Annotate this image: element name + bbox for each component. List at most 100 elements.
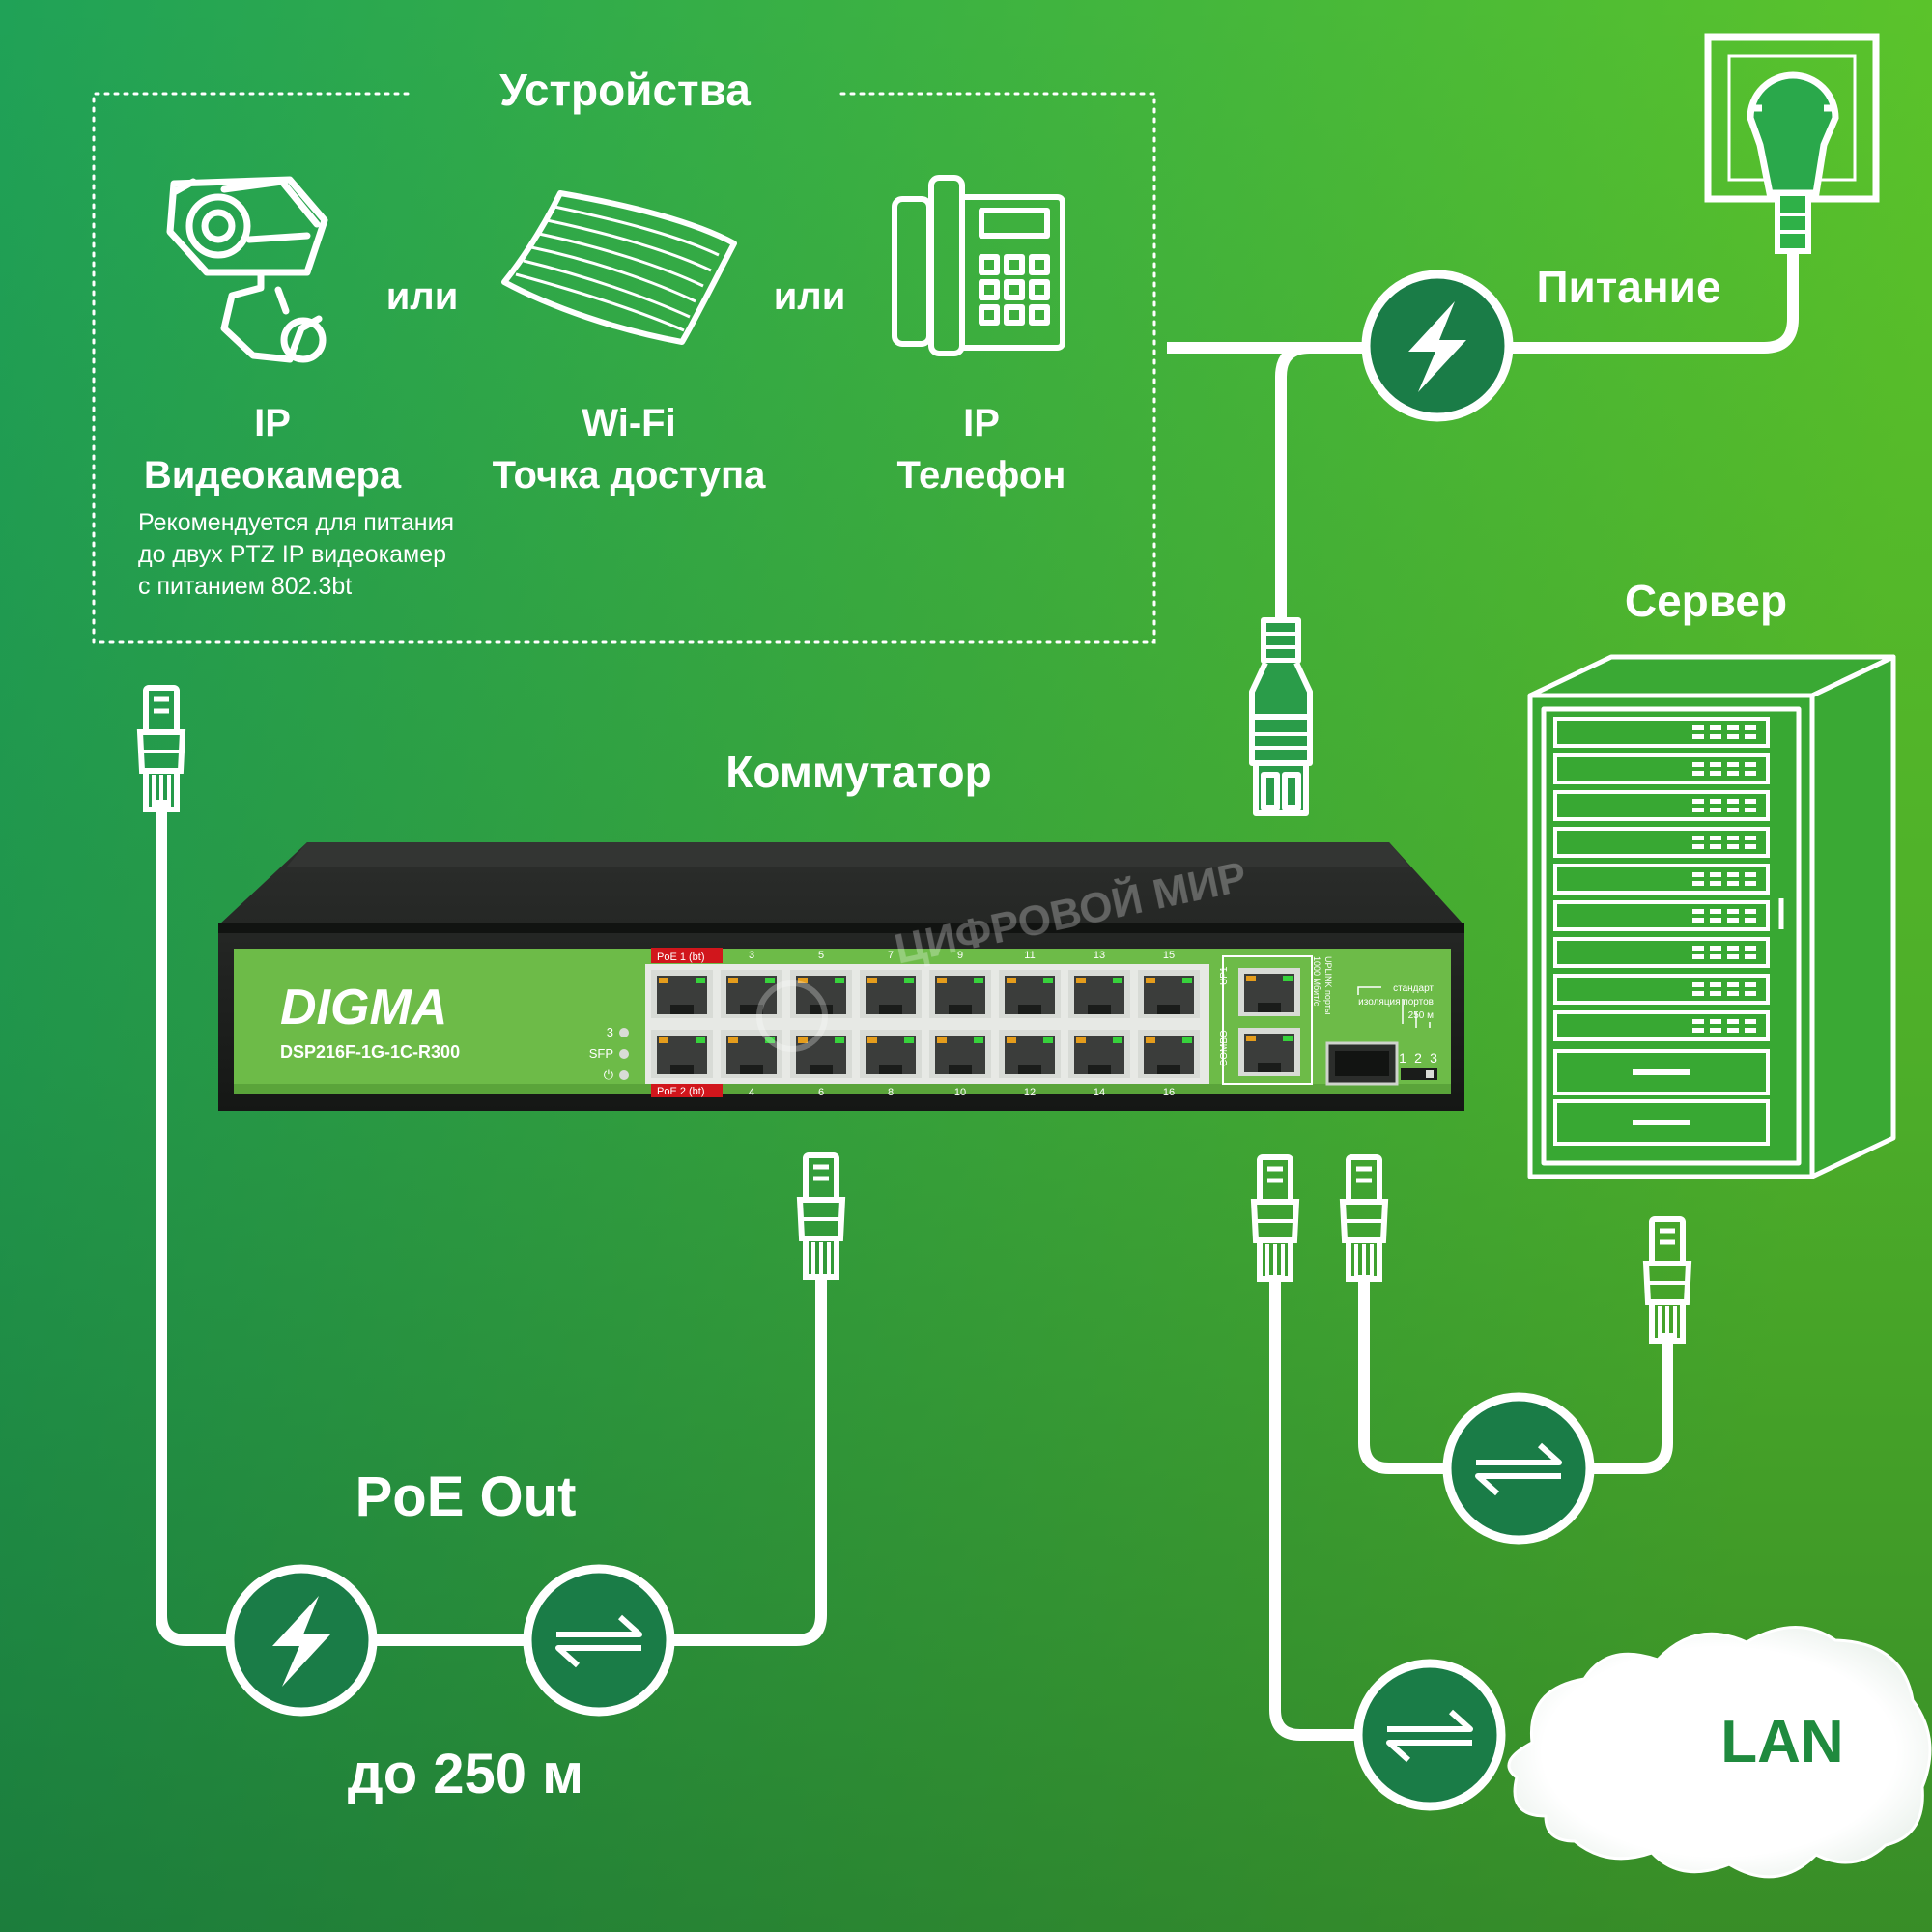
- or-label-2: или: [774, 275, 846, 318]
- poe-distance-label: до 250 м: [348, 1743, 583, 1805]
- power-outlet-icon: [1704, 33, 1880, 254]
- rj45-port-15[interactable]: [1138, 970, 1200, 1018]
- poe-lightning-icon: [230, 1569, 373, 1712]
- server-drawer: [1553, 1099, 1770, 1146]
- port-number-top: 5: [818, 950, 824, 961]
- server-rack-icon: [1527, 654, 1896, 1179]
- mode-note-line1: стандарт: [1393, 983, 1434, 994]
- rj45-port-13[interactable]: [1068, 970, 1130, 1018]
- ap-caption-line2: Точка доступа: [493, 454, 766, 497]
- power-cable-down: [1275, 342, 1366, 618]
- indicator-led-3: [619, 1028, 629, 1037]
- rj45-port-16[interactable]: [1138, 1030, 1200, 1078]
- rj45-port-5[interactable]: [790, 970, 852, 1018]
- uplink-label-up1: UP1: [1219, 966, 1230, 985]
- network-switch: DIGMA DSP216F-1G-1C-R300 3 SFP ⏻ PoE 1 (…: [218, 842, 1464, 1111]
- security-camera-icon: [166, 176, 328, 363]
- port-number-top: 13: [1094, 950, 1105, 961]
- devices-panel-border: [92, 92, 1156, 644]
- server-exchange-icon: [1447, 1397, 1590, 1540]
- lan-cable: [1269, 1275, 1372, 1741]
- port-number-bottom: 10: [954, 1087, 966, 1098]
- cloud-icon: [1507, 1626, 1932, 1879]
- lan-label: LAN: [1720, 1709, 1843, 1776]
- rj45-port-2[interactable]: [651, 1030, 713, 1078]
- indicator-label-sfp: SFP: [589, 1046, 613, 1061]
- dip-number-2: 2: [1414, 1050, 1422, 1065]
- switch-top: [286, 842, 1410, 867]
- or-label-1: или: [386, 275, 459, 318]
- server-unit: [1553, 864, 1770, 895]
- port-number-top: 3: [749, 950, 754, 961]
- rj45-port-11[interactable]: [999, 970, 1061, 1018]
- uplink-port-combo[interactable]: [1238, 1028, 1300, 1076]
- port-number-bottom: 14: [1094, 1087, 1105, 1098]
- dip-number-1: 1: [1399, 1050, 1406, 1065]
- poe-out-label: PoE Out: [355, 1465, 577, 1528]
- server-unit: [1553, 1010, 1770, 1041]
- ap-caption-line1: Wi-Fi: [582, 402, 675, 444]
- devices-panel: Устройства или или: [92, 65, 1156, 644]
- uplink-note-line2: 1000 Мбит/с: [1312, 956, 1321, 1007]
- brand-logo: DIGMA: [280, 980, 447, 1036]
- server-unit: [1553, 827, 1770, 858]
- server-unit: [1553, 717, 1770, 748]
- uplink-port-1[interactable]: [1238, 968, 1300, 1016]
- camera-note-line1: Рекомендуется для питания: [138, 509, 454, 536]
- poe-tag-2: [651, 1084, 723, 1097]
- dip-number-3: 3: [1430, 1050, 1437, 1065]
- rj45-port-7[interactable]: [860, 970, 922, 1018]
- port-numbers-bottom: 4 6 8 10 12 14 16: [749, 1087, 1175, 1098]
- port-number-bottom: 16: [1163, 1087, 1175, 1098]
- poe-cable: [156, 800, 827, 1646]
- server-unit: [1553, 900, 1770, 931]
- ip-phone-icon: [892, 175, 1065, 356]
- indicator-label-power: ⏻: [604, 1068, 613, 1083]
- rj45-port-3[interactable]: [721, 970, 782, 1018]
- poe-tag-1: [651, 948, 723, 963]
- port-number-bottom: 12: [1024, 1087, 1036, 1098]
- rj45-port-10[interactable]: [929, 1030, 991, 1078]
- power-lightning-icon: [1366, 274, 1509, 417]
- server-units: [1553, 717, 1770, 1146]
- uplink-note-line1: UPLINK порты: [1323, 956, 1333, 1014]
- power-connector-icon: [1249, 617, 1313, 816]
- poe-exchange-icon: [527, 1569, 670, 1712]
- port-number-top: 11: [1024, 950, 1035, 961]
- uplink-label-combo: COMBO: [1219, 1030, 1230, 1066]
- server-unit: [1553, 974, 1770, 1005]
- rj45-port-9[interactable]: [929, 970, 991, 1018]
- port-number-top: 7: [888, 950, 894, 961]
- model-number: DSP216F-1G-1C-R300: [280, 1042, 460, 1062]
- port-number-bottom: 4: [749, 1087, 754, 1098]
- indicator-led-sfp: [619, 1049, 629, 1059]
- power-label: Питание: [1536, 262, 1720, 312]
- camera-note-line2: до двух PTZ IP видеокамер: [138, 541, 446, 568]
- lan-exchange-icon: [1358, 1663, 1501, 1806]
- poe-tag-2-label: PoE 2 (bt): [657, 1086, 705, 1097]
- port-number-top: 15: [1163, 950, 1175, 961]
- port-number-bottom: 6: [818, 1087, 824, 1098]
- uplink-frame: [1222, 955, 1313, 1085]
- server-drawer: [1553, 1049, 1770, 1095]
- rj45-port-14[interactable]: [1068, 1030, 1130, 1078]
- rj45-port-12[interactable]: [999, 1030, 1061, 1078]
- phone-caption-line2: Телефон: [897, 454, 1066, 497]
- server-unit: [1553, 753, 1770, 784]
- indicator-led-power: [619, 1070, 629, 1080]
- rj45-port-1[interactable]: [651, 970, 713, 1018]
- port-number-bottom: 8: [888, 1087, 894, 1098]
- phone-caption-line1: IP: [963, 402, 1000, 444]
- wifi-access-point-icon: [501, 190, 737, 345]
- camera-note-line3: с питанием 802.3bt: [138, 573, 352, 600]
- camera-caption-line2: Видеокамера: [144, 454, 402, 497]
- rj45-port-8[interactable]: [860, 1030, 922, 1078]
- rj45-port-4[interactable]: [721, 1030, 782, 1078]
- server-label: Сервер: [1625, 576, 1787, 626]
- server-unit: [1553, 790, 1770, 821]
- mode-note-line2: изоляция портов: [1358, 997, 1434, 1008]
- mode-note-line3: 250 м: [1408, 1010, 1434, 1021]
- poe-tag-1-label: PoE 1 (bt): [657, 952, 705, 963]
